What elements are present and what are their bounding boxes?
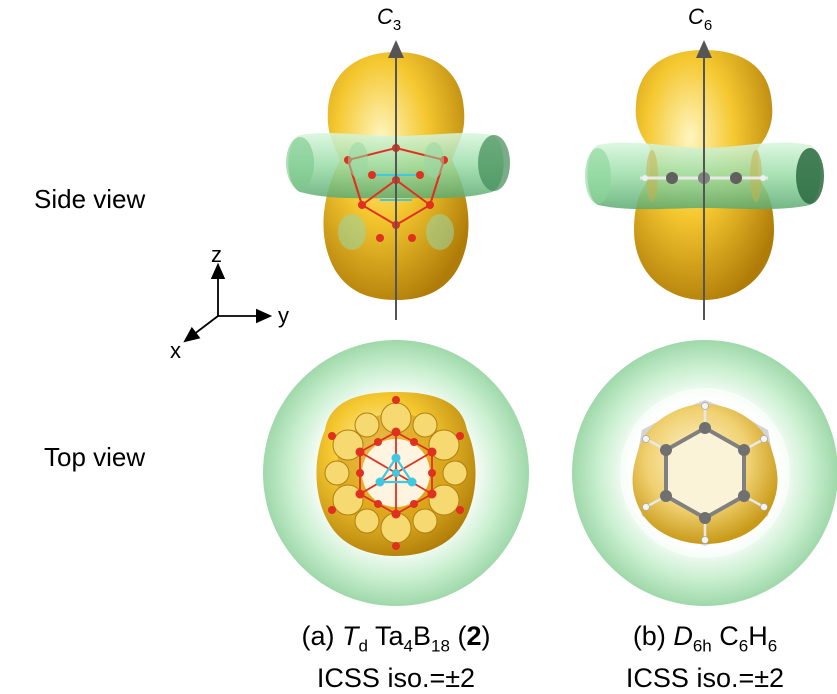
coordinate-triad xyxy=(183,262,273,343)
c6-axis-label: C6 xyxy=(688,4,712,34)
caption-a-line2: ICSS iso.=±2 xyxy=(316,663,476,694)
top-view-label: Top view xyxy=(44,442,146,472)
compound-number: 2 xyxy=(466,621,482,651)
side-view-label: Side view xyxy=(34,184,146,214)
c3-axis-label: C3 xyxy=(377,4,401,34)
caption-b-line2: ICSS iso.=±2 xyxy=(625,663,785,694)
caption-b-line1: (b) D6h C6H6 xyxy=(632,621,778,656)
caption-b: (b) D6h C6H6 ICSS iso.=±2 xyxy=(580,620,830,694)
panel-a-side-view xyxy=(286,52,510,300)
caption-a-line1: (a) Td Ta4B18 (2) xyxy=(301,621,491,656)
y-axis-label: y xyxy=(278,303,289,328)
panel-b-top-view xyxy=(572,340,837,606)
panel-a-top-view xyxy=(263,340,529,606)
caption-a: (a) Td Ta4B18 (2) ICSS iso.=±2 xyxy=(246,620,546,694)
z-axis-label: z xyxy=(211,242,222,267)
x-axis-label: x xyxy=(170,338,181,363)
benzene-top xyxy=(642,402,768,544)
